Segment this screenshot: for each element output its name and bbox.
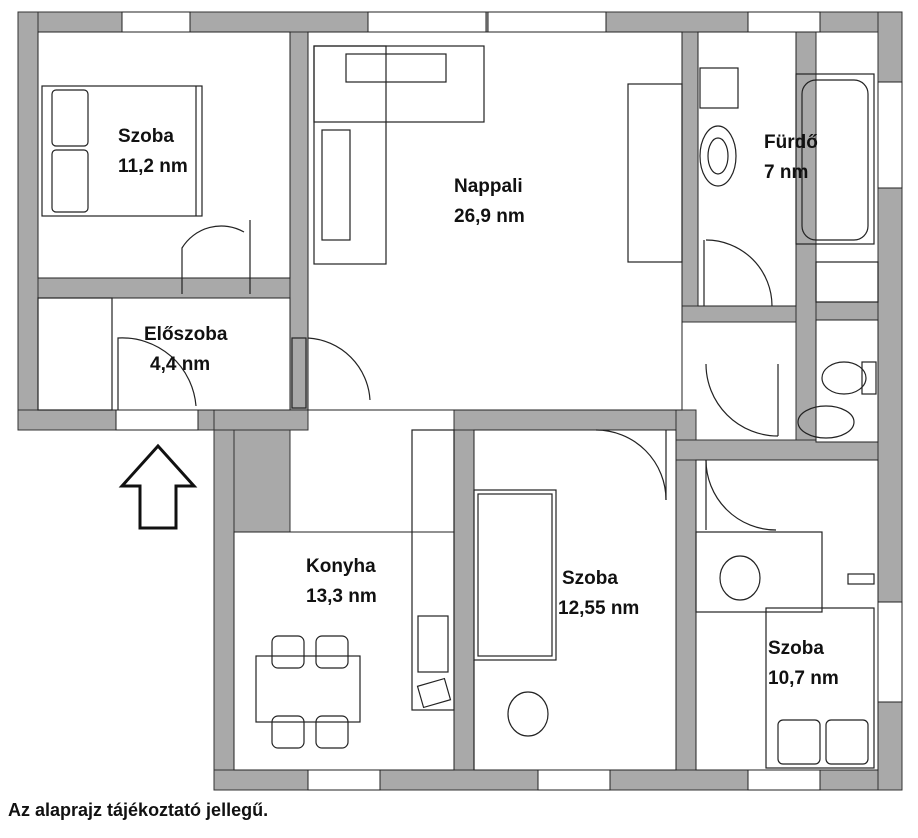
room-name: Fürdő [764, 132, 818, 153]
room-area: 26,9 nm [454, 206, 525, 227]
room-area: 10,7 nm [768, 668, 839, 689]
disclaimer-text: Az alaprajz tájékoztató jellegű. [8, 800, 269, 820]
room-label-eloszoba: Előszoba 4,4 nm [144, 320, 227, 380]
room-name: Előszoba [144, 324, 228, 345]
walls [17, 11, 903, 791]
room-label-szoba-1: Szoba 11,2 nm [118, 122, 188, 182]
room-name: Szoba [118, 126, 174, 147]
room-area: 7 nm [764, 162, 809, 183]
room-area: 12,55 nm [558, 598, 640, 619]
room-interiors [37, 31, 879, 771]
room-label-nappali: Nappali 26,9 nm [454, 172, 525, 232]
room-area: 13,3 nm [306, 586, 377, 607]
room-label-szoba-3: Szoba 10,7 nm [768, 634, 839, 694]
room-name: Nappali [454, 176, 523, 197]
room-label-szoba-2: Szoba 12,55 nm [558, 564, 639, 624]
room-area: 11,2 nm [118, 156, 188, 177]
windows [115, 11, 903, 791]
room-label-konyha: Konyha 13,3 nm [306, 552, 377, 612]
room-name: Szoba [562, 568, 618, 589]
room-name: Konyha [306, 556, 376, 577]
room-area: 4,4 nm [150, 354, 211, 375]
up-arrow-icon [118, 443, 198, 530]
room-name: Szoba [768, 638, 824, 659]
furniture [37, 45, 879, 770]
room-label-furdo: Fürdő 7 nm [764, 128, 818, 188]
